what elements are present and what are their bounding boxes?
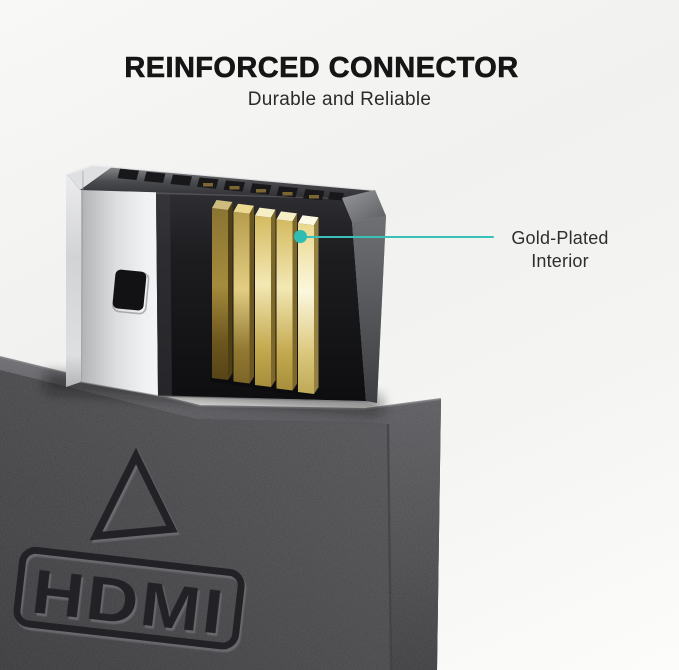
callout-line xyxy=(306,236,494,239)
callout-label-line1: Gold-Plated xyxy=(511,228,609,248)
metal-shell xyxy=(65,163,386,403)
triangle-emboss xyxy=(89,447,178,541)
gold-pin xyxy=(231,203,256,388)
gold-pins xyxy=(210,200,320,398)
plug-body: HDMI xyxy=(0,356,442,670)
shell-top-face xyxy=(65,163,376,201)
gold-pin xyxy=(274,211,299,395)
shell-hole xyxy=(112,269,150,315)
callout-label: Gold-Plated Interior xyxy=(470,227,650,273)
gold-pin xyxy=(253,207,277,391)
feature-subtitle: Durable and Reliable xyxy=(247,89,432,110)
feature-title: REINFORCED CONNECTOR xyxy=(124,52,519,85)
gold-pin xyxy=(210,200,234,384)
gold-pin xyxy=(296,215,320,398)
callout-dot xyxy=(294,230,307,243)
callout-label-line2: Interior xyxy=(531,251,589,271)
